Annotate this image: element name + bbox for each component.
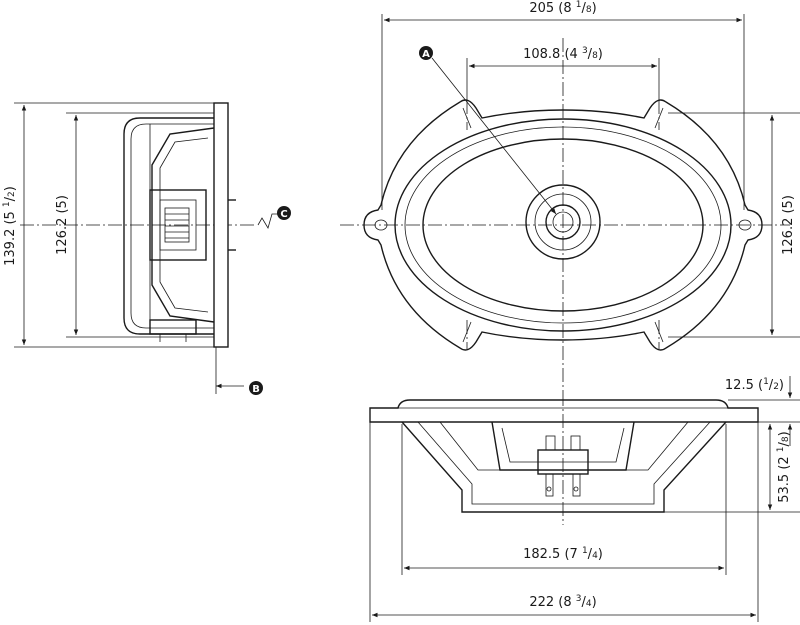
hole-spacing-label: 108.8 (4 3/8) xyxy=(523,46,603,62)
callout-c-badge: C xyxy=(277,206,291,220)
front-surround-outer xyxy=(394,118,732,332)
front-cone xyxy=(422,138,704,312)
side-outer-height-label: 139.2 (5 1/2) xyxy=(2,186,18,266)
side-flange xyxy=(213,102,229,348)
side-magnet xyxy=(149,189,207,261)
side-inner-height-label: 126.2 (5) xyxy=(55,195,70,255)
front-view: A 205 (8 1/8) 108.8 (4 3/8) 126.2 (5) xyxy=(340,0,800,392)
front-width-label: 205 (8 1/8) xyxy=(529,0,596,16)
front-outer-frame xyxy=(363,99,763,351)
callout-b-badge: B xyxy=(249,381,263,395)
front-tweeter xyxy=(525,184,601,260)
callout-a-label: A xyxy=(422,49,430,60)
side-view: C B 139.2 (5 1/2) 126.2 (5) xyxy=(2,102,291,395)
bottom-view: 12.5 (1/2) 53.5 (2 1/8) 182.5 (7 1/4) 22… xyxy=(369,376,800,622)
bottom-terminal xyxy=(537,449,589,475)
side-body xyxy=(123,117,214,335)
depth-label: 53.5 (2 1/8) xyxy=(776,431,792,503)
front-height-label: 126.2 (5) xyxy=(781,195,796,255)
callout-b-label: B xyxy=(252,384,260,395)
callout-a-badge: A xyxy=(419,46,433,60)
overall-width-label: 222 (8 3/4) xyxy=(529,594,596,610)
side-terminal xyxy=(149,319,197,335)
bottom-flange xyxy=(369,399,759,423)
bottom-basket xyxy=(401,421,727,513)
bottom-magnet xyxy=(491,421,635,471)
callout-c-label: C xyxy=(280,209,287,220)
mount-width-label: 182.5 (7 1/4) xyxy=(523,546,603,562)
flange-thickness-label: 12.5 (1/2) xyxy=(725,377,784,393)
